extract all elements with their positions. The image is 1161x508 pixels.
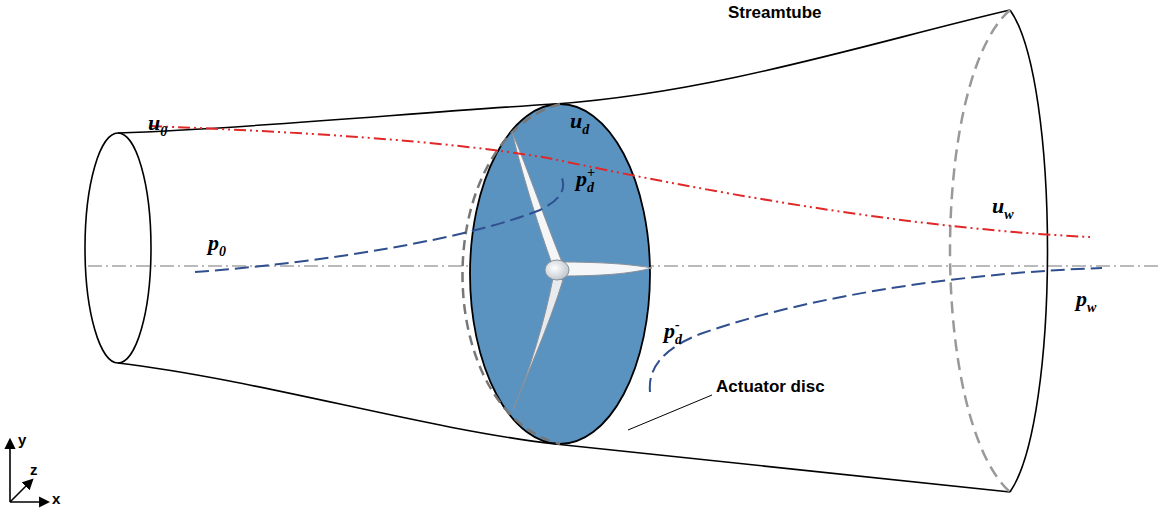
title-label: Streamtube	[728, 4, 822, 21]
pressure-label: pw	[1076, 288, 1096, 310]
outlet-section-hidden	[950, 10, 1010, 492]
velocity-label: ud	[570, 110, 589, 132]
velocity-label: uw	[992, 195, 1014, 217]
pressure-label: pd-	[664, 320, 687, 342]
x-axis-arrow	[10, 501, 48, 503]
axis-label: y	[18, 432, 26, 447]
turbine-rotor	[512, 132, 652, 410]
pressure-label: p0	[208, 232, 226, 254]
velocity-curve	[150, 126, 1090, 237]
part-label: Actuator disc	[716, 378, 825, 395]
z-axis-arrow	[10, 480, 32, 502]
y-axis-arrow	[9, 440, 11, 502]
actuator-disc	[470, 104, 650, 444]
pressure-label: pd+	[576, 168, 602, 190]
pressure-curve-upstream	[195, 178, 563, 272]
velocity-label: u0	[148, 112, 167, 134]
axis-label: z	[30, 462, 38, 477]
axis-label: x	[52, 491, 60, 506]
inlet-section	[85, 133, 151, 363]
outlet-section	[1010, 10, 1048, 492]
leader-line	[628, 395, 712, 430]
disc-hidden-edge	[463, 104, 561, 444]
pressure-curve-downstream	[650, 268, 1102, 392]
